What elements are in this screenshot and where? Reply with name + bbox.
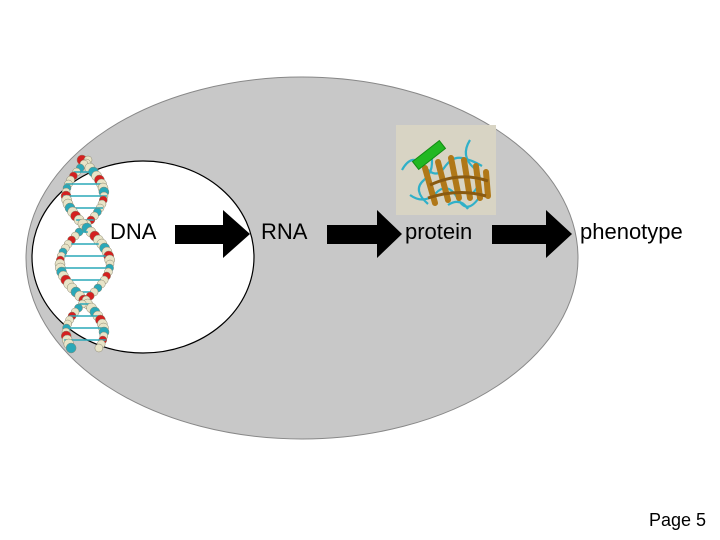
arrow-protein-to-phenotype [492, 210, 572, 258]
rna-label: RNA [261, 219, 308, 244]
protein-label: protein [405, 219, 473, 244]
page-number: Page 5 [648, 510, 706, 530]
arrow-rna-to-protein [327, 210, 402, 258]
phenotype-label: phenotype [580, 219, 683, 244]
dna-label: DNA [110, 219, 157, 244]
arrow-dna-to-rna [175, 210, 250, 258]
protein-structure-icon [396, 125, 496, 215]
dna-double-helix-icon [54, 154, 115, 354]
